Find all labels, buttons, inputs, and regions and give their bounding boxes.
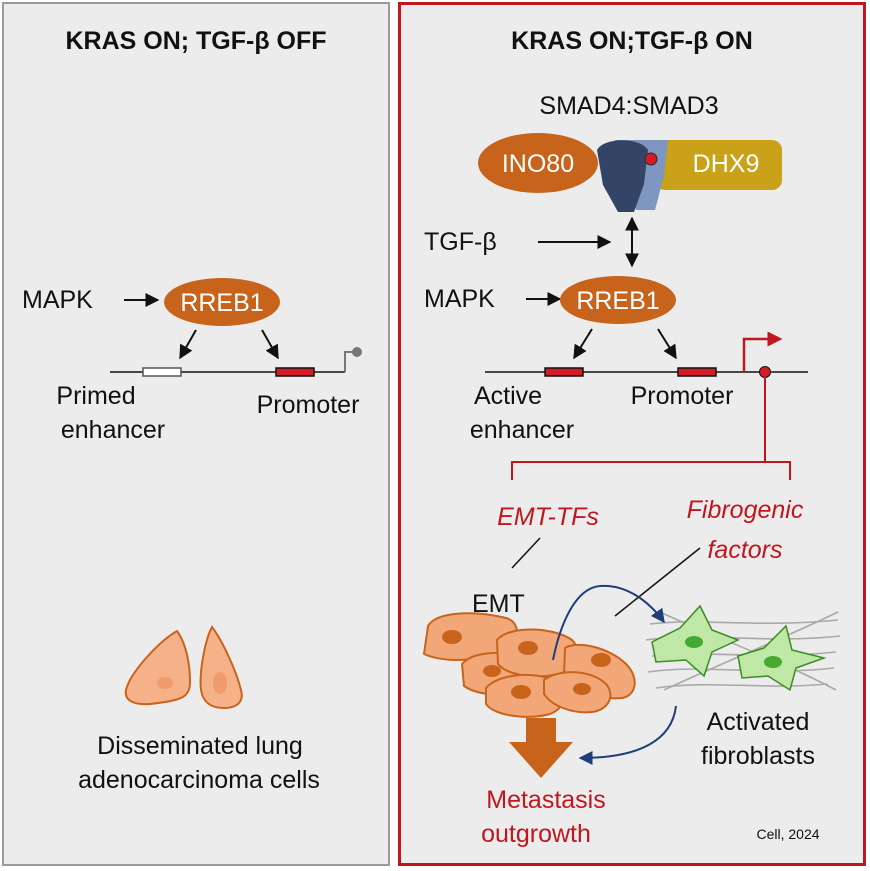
fibroblast-1 — [651, 604, 740, 678]
tgfb-label: TGF-β — [424, 228, 497, 256]
citation-label: Cell, 2024 — [756, 826, 819, 842]
emt-cell-cluster — [422, 612, 636, 718]
left-primed-enhancer-box — [142, 367, 182, 377]
left-promoter-box — [275, 367, 315, 377]
left-enhancer-label-2: enhancer — [61, 416, 165, 444]
left-rreb1-ellipse — [164, 278, 280, 326]
fibroblast-to-outcome-arrow — [578, 705, 677, 765]
smad4-shape — [597, 140, 648, 212]
activated-fibroblasts-label-2: fibroblasts — [701, 742, 815, 770]
left-cell-2 — [199, 625, 243, 710]
activated-fibroblasts-label-1: Activated — [707, 708, 810, 736]
right-tss-dot — [759, 366, 771, 378]
right-arrow-to-enhancer — [573, 328, 593, 360]
right-panel-title: KRAS ON;TGF-β ON — [511, 27, 753, 55]
outcome-label-1: Metastasis — [486, 786, 605, 814]
right-arrow-to-promoter — [657, 328, 677, 360]
outcome-label-2: outgrowth — [481, 820, 591, 848]
left-panel-title: KRAS ON; TGF-β OFF — [65, 27, 326, 55]
right-rreb1-ellipse — [560, 276, 676, 324]
transcription-bracket — [511, 461, 791, 480]
left-promoter-label: Promoter — [257, 391, 360, 419]
left-cells-label-1: Disseminated lung — [97, 732, 303, 760]
left-rreb1-label: RREB1 — [180, 289, 263, 317]
left-arrow-to-promoter — [261, 329, 279, 360]
dhx9-box — [655, 140, 782, 190]
fibrogenic-label-2: factors — [707, 536, 782, 564]
emt-tfs-label: EMT-TFs — [497, 503, 599, 531]
dhx9-label: DHX9 — [693, 150, 760, 178]
left-cells-label-2: adenocarcinoma cells — [78, 766, 320, 794]
left-inactive-tss-icon — [344, 351, 355, 372]
fibrogenic-connector — [614, 547, 701, 617]
right-active-enhancer-box — [544, 367, 584, 377]
fibroblast-2 — [737, 624, 827, 692]
emt-tfs-connector — [511, 537, 541, 569]
emt-to-fibroblast-arrow — [552, 584, 665, 661]
smad-complex-label: SMAD4:SMAD3 — [539, 92, 718, 120]
left-cell-1 — [124, 629, 192, 706]
active-tss-arrow-icon — [742, 331, 783, 372]
outcome-block-arrow — [509, 718, 573, 778]
right-enhancer-label-2: enhancer — [470, 416, 574, 444]
right-promoter-box — [677, 367, 717, 377]
right-rreb1-label: RREB1 — [576, 287, 659, 315]
ino80-label: INO80 — [502, 150, 574, 178]
left-panel — [2, 2, 390, 866]
right-promoter-label: Promoter — [631, 382, 734, 410]
fibrogenic-label-1: Fibrogenic — [687, 496, 804, 524]
left-tss-dot — [352, 347, 362, 357]
ino80-dhx9-complex — [478, 133, 782, 212]
left-mapk-label: MAPK — [22, 286, 93, 314]
ino80-ellipse — [478, 133, 598, 193]
left-arrow-to-enhancer — [179, 329, 197, 360]
phospho-site-icon — [644, 152, 658, 166]
cancer-cell-nuclei — [442, 630, 611, 699]
left-enhancer-label-1: Primed — [56, 382, 135, 410]
right-mapk-label: MAPK — [424, 285, 495, 313]
right-enhancer-label-1: Active — [474, 382, 542, 410]
